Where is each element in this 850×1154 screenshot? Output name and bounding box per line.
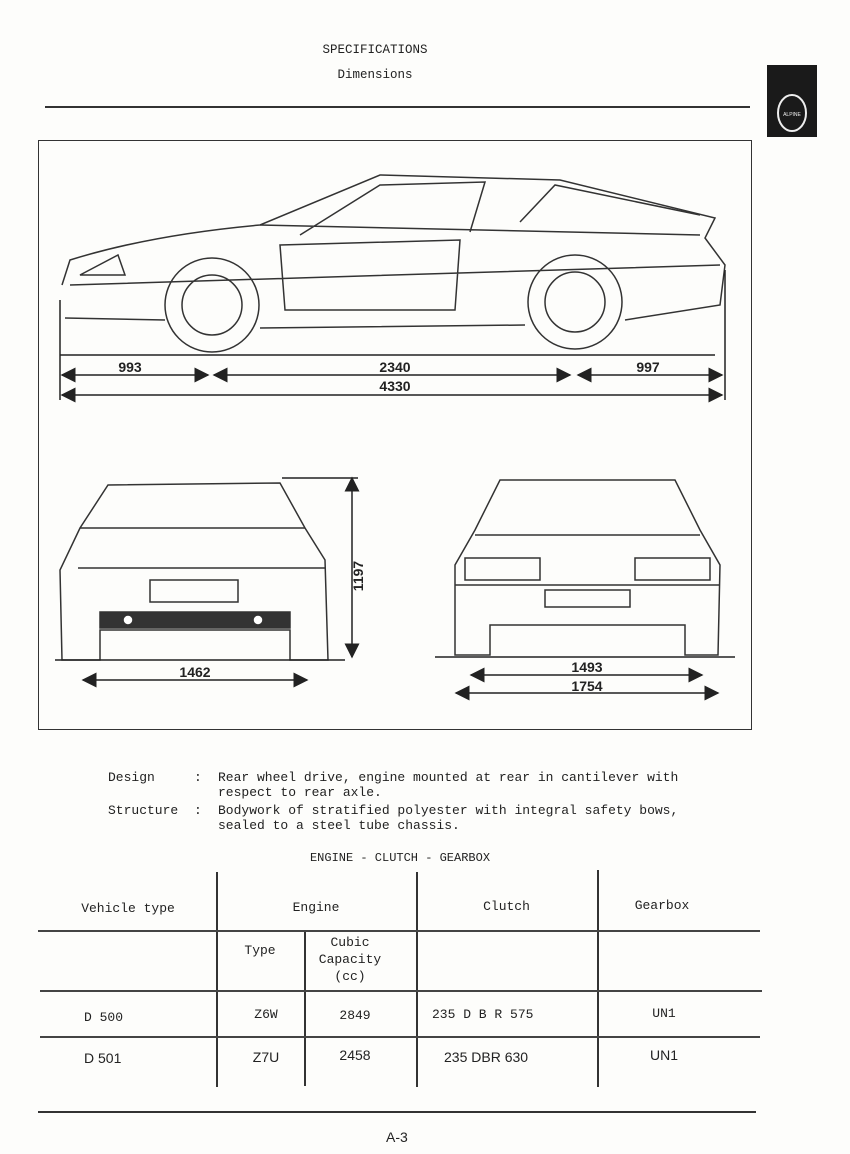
design-sep: :	[194, 770, 202, 785]
header-type: Type	[244, 943, 276, 958]
side-dimension-lines	[59, 270, 726, 403]
svg-text:ALPINE: ALPINE	[783, 112, 801, 118]
front-track-label: 1493	[571, 659, 603, 675]
table-divider	[40, 990, 762, 992]
table-divider	[216, 872, 218, 1087]
overall-length-label: 4330	[379, 378, 411, 394]
table-divider	[38, 930, 760, 932]
header-vehicle-type: Vehicle type	[81, 901, 175, 916]
rear-track-label: 1462	[179, 664, 211, 680]
cc-cell: 2458	[339, 1047, 371, 1063]
vehicle-cell: D 501	[84, 1050, 122, 1066]
header-capacity: Cubic Capacity (cc)	[304, 934, 396, 985]
header-capacity-line: Cubic	[330, 935, 370, 950]
front-overhang-label: 993	[118, 359, 142, 375]
header-engine: Engine	[292, 900, 340, 915]
table-divider	[416, 872, 418, 1087]
height-label: 1197	[350, 560, 367, 592]
dimension-drawing	[38, 140, 752, 730]
rear-overhang-label: 997	[636, 359, 660, 375]
structure-label: Structure	[108, 803, 179, 818]
car-drawings	[55, 174, 735, 701]
rear-front-dimension-lines	[55, 476, 735, 701]
front-view-car	[454, 479, 721, 656]
structure-text-2: sealed to a steel tube chassis.	[218, 818, 460, 833]
type-cell: Z7U	[252, 1049, 280, 1065]
type-cell: Z6W	[254, 1007, 278, 1022]
table-divider	[40, 1036, 760, 1038]
structure-text-1: Bodywork of stratified polyester with in…	[218, 803, 679, 818]
footer-rule	[38, 1111, 756, 1113]
header-capacity-line: (cc)	[334, 969, 366, 984]
wheelbase-label: 2340	[379, 359, 411, 375]
page-number: A-3	[386, 1129, 408, 1145]
page-title: SPECIFICATIONS	[322, 43, 428, 57]
design-label: Design	[108, 770, 155, 785]
brand-logo: ALPINE	[767, 65, 817, 137]
clutch-cell: 235 DBR 630	[444, 1049, 529, 1065]
header-rule	[45, 106, 750, 108]
table-title: ENGINE - CLUTCH - GEARBOX	[309, 851, 491, 865]
header-gearbox: Gearbox	[634, 898, 690, 913]
header-clutch: Clutch	[483, 899, 530, 914]
table-divider	[597, 870, 599, 1087]
gearbox-cell: UN1	[652, 1006, 676, 1021]
side-view-car	[61, 174, 726, 353]
structure-sep: :	[194, 803, 202, 818]
design-text-2: respect to rear axle.	[218, 785, 382, 800]
header-capacity-line: Capacity	[318, 952, 382, 967]
gearbox-cell: UN1	[649, 1047, 678, 1063]
vehicle-cell: D 500	[84, 1010, 124, 1025]
clutch-cell: 235 D B R 575	[432, 1007, 534, 1022]
design-text-1: Rear wheel drive, engine mounted at rear…	[218, 770, 679, 785]
overall-width-label: 1754	[571, 678, 603, 694]
cc-cell: 2849	[339, 1008, 371, 1023]
rear-view-car	[59, 482, 329, 661]
table-divider	[304, 931, 306, 1086]
page-subtitle: Dimensions	[337, 68, 413, 82]
